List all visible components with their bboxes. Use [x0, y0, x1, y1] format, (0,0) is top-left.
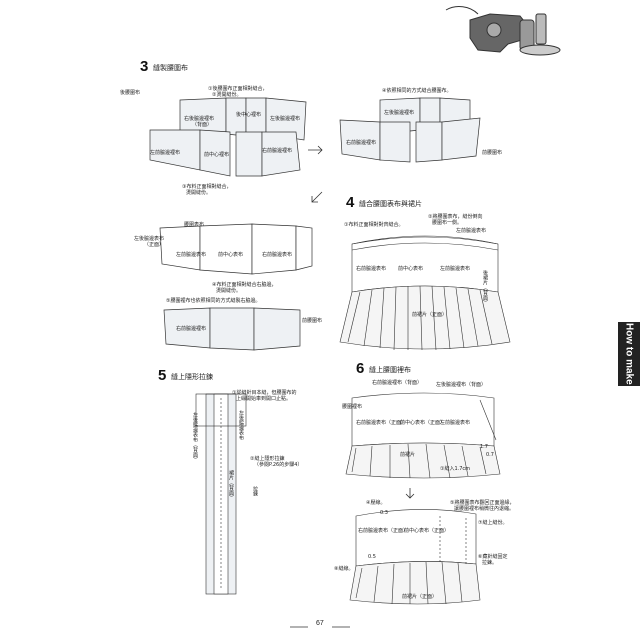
label: 右前脇邊表布（正面）	[356, 420, 407, 426]
diagram-3a	[149, 97, 307, 177]
label: 右前脇邊裡布	[346, 140, 377, 146]
arrow-down	[405, 488, 415, 499]
step-6-number: 6	[356, 360, 365, 377]
page-number: 67	[316, 620, 324, 627]
label: 右後脇邊裡布	[184, 116, 215, 122]
note: 讓腰圍裡布稍微往內退縮。	[454, 506, 515, 512]
label: 右前脇邊表布	[262, 252, 293, 258]
label: 拉鍊	[252, 486, 258, 496]
step-3-number: 3	[140, 58, 149, 75]
label: 左後脇邊裡布	[270, 116, 301, 122]
note: ①後腰圍布正面相對縫合，	[208, 86, 268, 92]
label: 右前脇邊裡布	[262, 148, 293, 154]
note: 燙開縫份。	[216, 288, 242, 294]
label: 左後脇邊裡布	[384, 110, 415, 116]
note: ③布料正面相對縫合，	[182, 184, 232, 190]
label: 左前脇邊表布	[176, 252, 207, 258]
label: 左前脇邊裡布	[150, 150, 181, 156]
step-5-number: 5	[158, 367, 167, 384]
label: 前腰圍布	[302, 318, 323, 324]
diagram-6a	[345, 392, 501, 479]
label: 左前脇邊表布	[440, 420, 471, 426]
note: （參閱P.26的步驟4）	[254, 462, 303, 468]
label: 左後脇邊裡布（背面）	[436, 382, 487, 388]
label: 左前脇邊表布	[456, 228, 487, 234]
label: 0.5	[368, 554, 376, 560]
label: 1.7	[480, 444, 488, 450]
label: 前中心表布（正面）	[400, 420, 446, 426]
diagram-3b	[339, 97, 481, 163]
label: 前裙片	[400, 452, 416, 458]
diagram-6b	[349, 509, 481, 605]
diagram-3c	[159, 223, 313, 275]
note: 拉鍊。	[482, 560, 498, 566]
label: 後裙片（背面）	[482, 270, 488, 305]
note: ⑧縫線。	[334, 566, 354, 572]
arrow-right	[308, 145, 323, 155]
step-4-number: 4	[346, 194, 355, 211]
label: 右前脇邊表布	[356, 266, 387, 272]
label: 左前脇邊表布	[440, 266, 471, 272]
note: ②縫上隱形拉鍊	[250, 456, 285, 462]
note: ④依照相同的方式縫合腰圍布。	[382, 88, 452, 94]
label: 前腰圍布	[482, 150, 503, 156]
note: ④布料正面相對縫合右脇邊，	[212, 282, 277, 288]
note: ①布料正面相對對齊縫合。	[344, 222, 404, 228]
label: （背面）	[192, 122, 213, 128]
label: 左後脇邊表布	[238, 410, 244, 440]
label: 後中心裡布	[236, 112, 262, 118]
note: ⑤腰圍裡布也依照相同的方式縫製右脇邊。	[166, 298, 261, 304]
step-3-title: 縫製腰圍布	[153, 64, 188, 72]
label: 右前脇邊裡布	[176, 326, 207, 332]
note: ⑦縫上縫份。	[478, 520, 508, 526]
note: ②將腰圍表布，縫份倒向	[428, 214, 483, 220]
label: 前中心表布	[398, 266, 424, 272]
note: ①從縫針目本縫，但腰圍布的	[232, 390, 297, 396]
label: 左後脇邊表布	[134, 236, 165, 242]
note: ④壓線。	[366, 500, 386, 506]
note: 上緣開始車到開口止點。	[236, 396, 292, 402]
label: 前中心裡布	[204, 152, 230, 158]
note: ①縫入1.7cm	[440, 466, 471, 472]
diagram-4-skirt	[339, 235, 511, 351]
label: 後腰圍布	[120, 90, 141, 96]
label: 0.7	[486, 452, 494, 458]
note: ⑥藏針縫固定	[478, 554, 508, 560]
label: 前中心表布	[218, 252, 244, 258]
note: 腰圍布一側。	[432, 220, 463, 226]
label: 前中心表布（正面）	[404, 528, 450, 534]
label: 裙片（背面）	[228, 470, 234, 500]
label: 右前脇邊裡布（背面）	[372, 380, 423, 386]
label: 0.3	[380, 510, 388, 516]
step-6-title: 縫上腰圍裡布	[369, 366, 411, 374]
label: 腰圍裡布	[342, 404, 363, 410]
note: ⑤將腰圍表布翻回正面邊緣，	[450, 500, 515, 506]
arrow-down-left	[311, 191, 323, 203]
diagram-5-zipper	[195, 393, 247, 595]
label: 左後脇邊表布（背面）	[192, 412, 198, 462]
label: 腰圍表布	[184, 222, 205, 228]
label: 前裙片（正面）	[402, 594, 438, 600]
note: ②燙開縫份。	[212, 92, 242, 98]
sewing-machine-illustration	[445, 6, 561, 56]
label: （正面）	[144, 242, 165, 248]
note: 燙開縫份。	[186, 190, 212, 196]
step-5-title: 縫上隱形拉鍊	[171, 373, 213, 381]
diagram-3d	[163, 307, 301, 351]
step-4-title: 縫合腰圍表布與裙片	[359, 200, 422, 208]
how-to-make-tab: How to make	[618, 322, 640, 386]
label: 右前脇邊表布（正面）	[358, 528, 409, 534]
label: 前裙片（正面）	[412, 312, 448, 318]
